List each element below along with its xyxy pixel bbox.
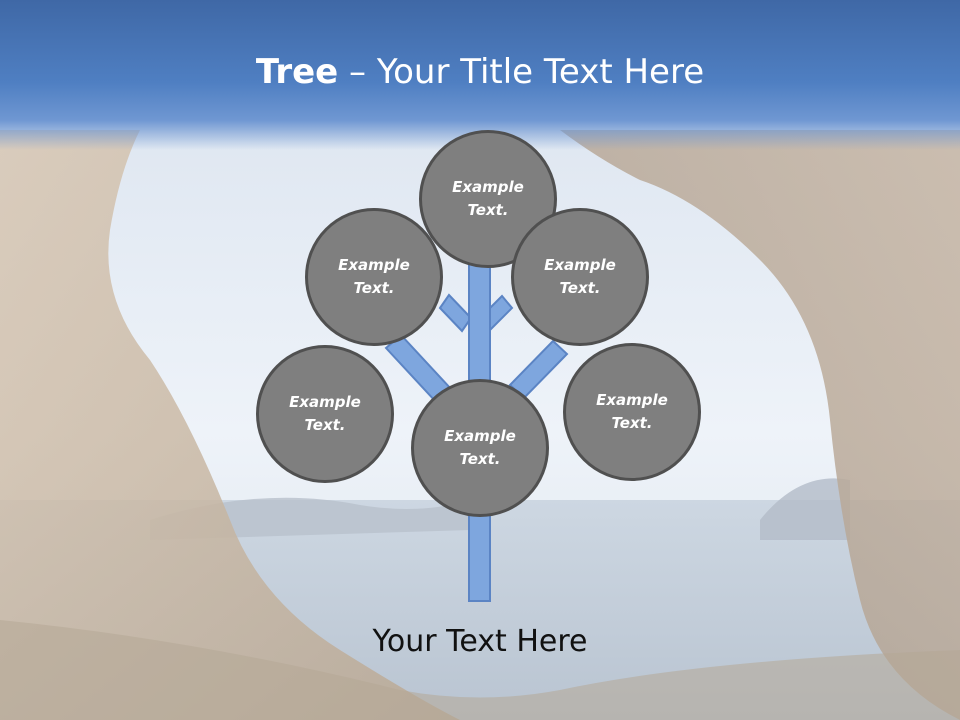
- tree-node-label: Example Text.: [338, 256, 410, 297]
- tree-node-lower-left[interactable]: Example Text.: [256, 345, 394, 483]
- tree-node-label: Example Text.: [596, 391, 668, 432]
- title-text: Your Title Text Here: [376, 52, 705, 92]
- tree-node-lower-right[interactable]: Example Text.: [563, 343, 701, 481]
- branch-right-lower: [508, 339, 569, 400]
- title-bar: [0, 0, 960, 150]
- tree-node-label: Example Text.: [289, 393, 361, 434]
- slide-caption[interactable]: Your Text Here: [372, 624, 588, 659]
- title-dash: –: [338, 52, 377, 92]
- branch-left-upper: [438, 293, 473, 333]
- tree-node-label: Example Text.: [444, 427, 516, 468]
- tree-node-center[interactable]: Example Text.: [411, 379, 549, 517]
- tree-node-upper-left[interactable]: Example Text.: [305, 208, 443, 346]
- tree-node-label: Example Text.: [452, 178, 524, 219]
- tree-node-label: Example Text.: [544, 256, 616, 297]
- title-bold-word: Tree: [255, 52, 339, 92]
- tree-node-upper-right[interactable]: Example Text.: [511, 208, 649, 346]
- slide-title[interactable]: Tree – Your Title Text Here: [0, 52, 960, 92]
